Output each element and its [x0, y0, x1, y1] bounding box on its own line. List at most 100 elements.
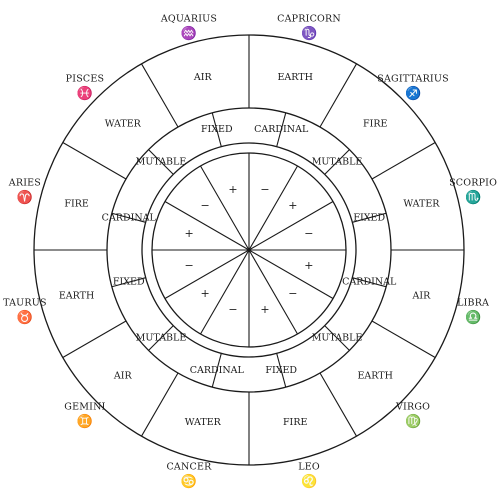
- sign-glyph-icon: ♑: [301, 25, 317, 41]
- sign-glyph-icon: ♍: [405, 414, 421, 430]
- sign-name: VIRGO: [395, 402, 430, 413]
- sign-glyph-icon: ♉: [17, 310, 33, 326]
- polarity-label: −: [288, 287, 297, 300]
- element-label: EARTH: [277, 72, 312, 83]
- sign-label: GEMINI♊: [64, 402, 105, 430]
- middle-sector-divider: [276, 112, 287, 147]
- outer-sector-divider: [62, 142, 127, 180]
- polarity-label: −: [185, 259, 194, 272]
- sign-label: TAURUS♉: [3, 298, 47, 326]
- polarity-label: +: [304, 259, 313, 272]
- quality-label: FIXED: [113, 277, 145, 288]
- inner-sector-divider: [248, 201, 334, 251]
- element-label: AIR: [113, 371, 133, 382]
- middle-sector-divider: [148, 325, 174, 351]
- sign-name: GEMINI: [64, 402, 105, 413]
- element-label: WATER: [403, 198, 440, 209]
- middle-sector-divider: [352, 277, 387, 288]
- polarity-label: −: [304, 227, 313, 240]
- element-label: EARTH: [59, 291, 94, 302]
- quality-label: MUTABLE: [312, 333, 363, 344]
- outer-sector-divider: [319, 372, 357, 437]
- sign-label: CAPRICORN♑: [277, 13, 341, 41]
- polarity-label: −: [228, 303, 237, 316]
- sign-name: CANCER: [166, 462, 212, 473]
- sign-glyph-icon: ♈: [17, 189, 33, 205]
- inner-sector-divider: [164, 201, 250, 251]
- outer-sector-divider: [371, 320, 436, 358]
- inner-sector-divider: [248, 165, 298, 251]
- inner-sector-divider: [248, 249, 334, 299]
- element-label: AIR: [193, 72, 213, 83]
- outer-sector-divider: [141, 63, 179, 128]
- inner-sector-divider: [248, 249, 298, 335]
- quality-label: FIXED: [265, 365, 297, 376]
- quality-label: MUTABLE: [312, 156, 363, 167]
- sign-name: SAGITTARIUS: [377, 73, 449, 84]
- sign-label: LIBRA♎: [457, 298, 489, 326]
- middle-sector-divider: [211, 353, 222, 388]
- outer-sector-divider: [62, 320, 127, 358]
- element-label: EARTH: [358, 371, 393, 382]
- quality-ring-boundary: [141, 142, 357, 358]
- sign-name: TAURUS: [3, 298, 47, 309]
- middle-sector-divider: [148, 149, 174, 175]
- middle-sector-divider: [324, 149, 350, 175]
- middle-sector-divider: [211, 112, 222, 147]
- element-label: AIR: [412, 291, 432, 302]
- polarity-label: +: [260, 303, 269, 316]
- wheel-labels: CAPRICORN♑ EARTH CARDINAL − SAGITTARIUS♐ FIRE…: [3, 13, 497, 489]
- outer-sector-divider: [371, 142, 436, 180]
- quality-label: MUTABLE: [136, 333, 187, 344]
- outer-sector-divider: [319, 63, 357, 128]
- sign-name: PISCES: [66, 73, 105, 84]
- sign-glyph-icon: ♐: [405, 85, 421, 101]
- quality-label: FIXED: [353, 212, 385, 223]
- sign-label: PISCES♓: [66, 73, 105, 101]
- polarity-label: −: [260, 183, 269, 196]
- sign-label: CANCER♋: [166, 462, 212, 490]
- inner-sector-divider: [200, 165, 250, 251]
- sign-glyph-icon: ♒: [181, 25, 197, 41]
- sign-glyph-icon: ♊: [77, 414, 93, 430]
- polarity-label: +: [201, 287, 210, 300]
- element-label: FIRE: [283, 417, 307, 428]
- sign-glyph-icon: ♏: [465, 189, 481, 205]
- sign-label: VIRGO♍: [395, 402, 430, 430]
- sign-label: LEO♌: [298, 462, 319, 490]
- middle-sector-divider: [111, 212, 146, 223]
- quality-label: CARDINAL: [102, 212, 157, 223]
- sign-label: SCORPIO♏: [449, 177, 497, 205]
- sign-glyph-icon: ♎: [465, 310, 481, 326]
- quality-label: CARDINAL: [190, 365, 245, 376]
- element-label: FIRE: [64, 198, 88, 209]
- middle-sector-divider: [276, 353, 287, 388]
- inner-sector-divider: [164, 249, 250, 299]
- middle-sector-divider: [352, 212, 387, 223]
- sign-glyph-icon: ♋: [181, 474, 197, 490]
- sign-name: AQUARIUS: [160, 13, 217, 24]
- polarity-label: +: [228, 183, 237, 196]
- sector-dividers: [34, 35, 464, 465]
- sign-label: SAGITTARIUS♐: [377, 73, 449, 101]
- quality-label: CARDINAL: [254, 124, 309, 135]
- sign-name: LIBRA: [457, 298, 489, 309]
- element-label: WATER: [105, 118, 142, 129]
- polarity-label: −: [201, 199, 210, 212]
- sign-name: ARIES: [8, 177, 41, 188]
- polarity-label: +: [185, 227, 194, 240]
- quality-label: CARDINAL: [342, 277, 397, 288]
- sign-name: SCORPIO: [449, 177, 497, 188]
- element-label: WATER: [185, 417, 222, 428]
- quality-label: FIXED: [201, 124, 233, 135]
- quality-label: MUTABLE: [136, 156, 187, 167]
- sign-name: CAPRICORN: [277, 13, 341, 24]
- inner-sector-divider: [200, 249, 250, 335]
- outer-sector-divider: [141, 372, 179, 437]
- polarity-label: +: [288, 199, 297, 212]
- sign-label: ARIES♈: [8, 177, 41, 205]
- middle-sector-divider: [324, 325, 350, 351]
- element-label: FIRE: [363, 118, 387, 129]
